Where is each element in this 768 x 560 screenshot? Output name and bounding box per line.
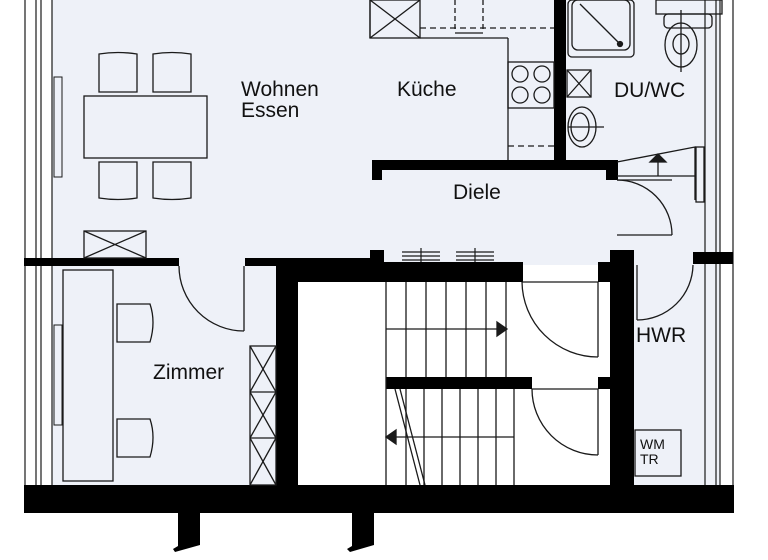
west-facade: [24, 0, 63, 485]
floor-wohnen: [52, 0, 572, 265]
floor-zimmer: [52, 265, 277, 485]
appliance-label-tr: TR: [640, 451, 659, 467]
kitchen-counter: [369, 0, 555, 160]
room-label-wohnen-line1: Wohnen: [241, 78, 319, 101]
room-label-kueche: Küche: [397, 78, 457, 101]
room-label-wohnen-line2: Essen: [241, 99, 300, 122]
walls: [24, 0, 734, 552]
room-label-du-wc: DU/WC: [614, 79, 686, 102]
room-label-zimmer: Zimmer: [153, 361, 225, 384]
appliance-label-wm: WM: [640, 436, 665, 452]
burner-icon: [511, 65, 529, 83]
floor-east: [565, 0, 720, 265]
bathroom-fixtures: [566, 0, 723, 148]
east-facade: [704, 0, 734, 485]
zimmer-furniture: [62, 269, 277, 486]
room-label-diele: Diele: [453, 181, 501, 204]
room-label-hwr: HWR: [636, 324, 687, 347]
washer-dryer-box: [634, 429, 682, 477]
radiators: [402, 248, 494, 262]
dining-table: [83, 51, 208, 201]
doors: [178, 146, 705, 456]
shaft-wohnen: [83, 230, 147, 259]
staircase[interactable]: [384, 282, 515, 486]
